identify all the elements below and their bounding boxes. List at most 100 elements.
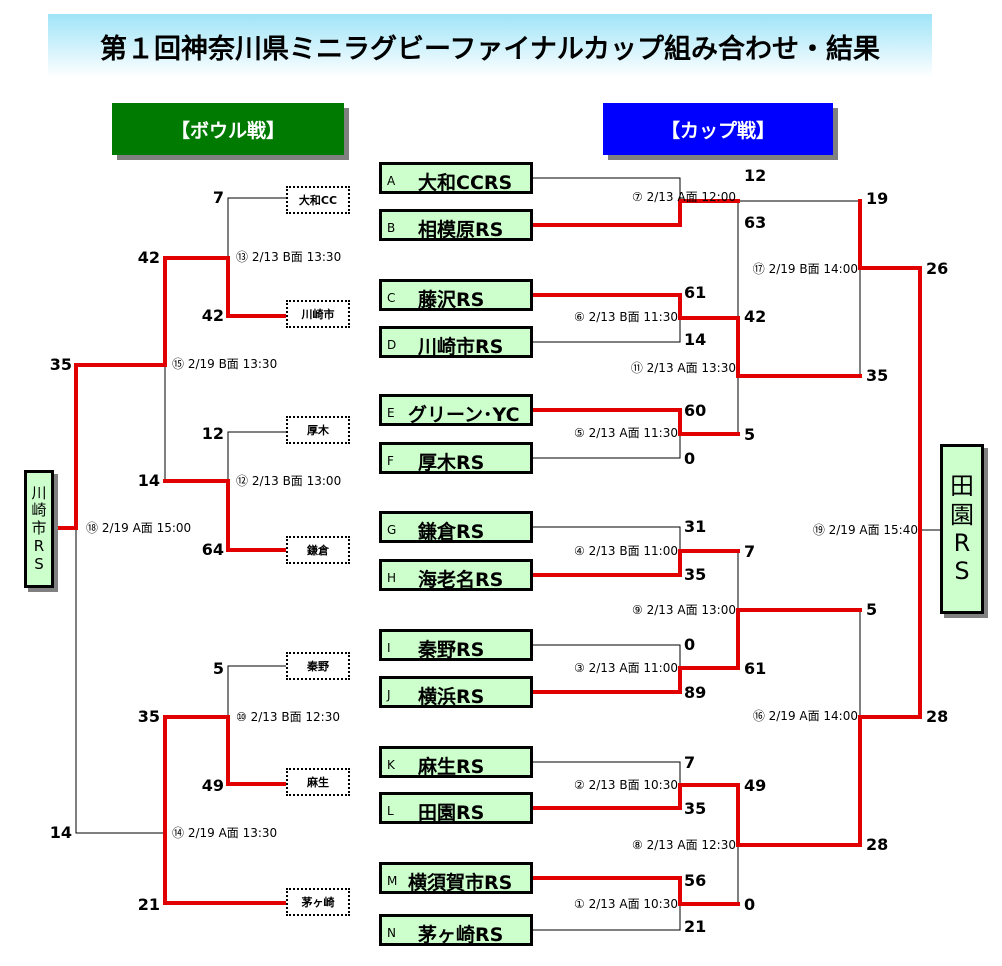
team-box-k: K 麻生RS	[379, 746, 533, 778]
team-name: 鎌倉RS	[418, 521, 485, 543]
bowl-score-hadano: 5	[212, 659, 224, 678]
team-box-n: N 茅ヶ崎RS	[379, 914, 533, 946]
bowl-box-kamakura: 鎌倉	[286, 536, 350, 564]
bowl-score-round2-2: 14	[137, 471, 160, 490]
team-letter: G	[387, 523, 397, 537]
page-title: 第１回神奈川県ミニラグビーファイナルカップ組み合わせ・結果	[48, 14, 932, 78]
score-quarter-5: 49	[744, 776, 767, 795]
bowl-box-asao: 麻生	[286, 768, 350, 796]
bowl-champion-char: R	[33, 536, 45, 555]
score-j: 89	[684, 683, 707, 702]
bowl-box-yamato: 大和CC	[286, 186, 350, 214]
team-box-h: H 海老名RS	[379, 559, 533, 591]
match-info-12: ⑫ 2/13 B面 13:00	[236, 474, 342, 488]
score-l: 35	[684, 799, 707, 818]
team-name: 藤沢RS	[418, 289, 485, 311]
match-info-6: ⑥ 2/13 B面 11:30	[574, 310, 678, 324]
team-name: 横浜RS	[418, 686, 485, 708]
score-semi-4: 28	[866, 835, 889, 854]
score-m: 56	[684, 871, 707, 890]
match-info-11: ⑪ 2/13 A面 13:30	[630, 361, 736, 375]
team-name: 茅ヶ崎RS	[418, 924, 504, 946]
bowl-champion: 川 崎 市 R S	[24, 470, 54, 588]
bowl-score-chigasaki: 21	[137, 895, 160, 914]
team-name: 秦野RS	[418, 639, 485, 661]
score-c: 61	[684, 283, 707, 302]
bowl-score-final-1: 35	[49, 355, 72, 374]
team-name: グリーン･YC	[408, 404, 520, 426]
bowl-score-final-2: 14	[49, 823, 72, 842]
score-quarter-4: 61	[744, 659, 767, 678]
team-box-f: F 厚木RS	[379, 442, 533, 474]
score-k: 7	[684, 753, 696, 772]
match-info-18: ⑱ 2/19 A面 15:00	[86, 521, 192, 535]
score-f: 0	[684, 449, 696, 468]
team-name: 大和CCRS	[418, 172, 513, 194]
score-b: 63	[744, 213, 767, 232]
match-info-4: ④ 2/13 B面 11:00	[574, 544, 678, 558]
team-letter: E	[387, 406, 395, 420]
team-name: 田園RS	[418, 802, 485, 824]
team-box-i: I 秦野RS	[379, 629, 533, 661]
match-info-15: ⑮ 2/19 B面 13:30	[172, 357, 278, 371]
score-quarter-1: 42	[744, 307, 767, 326]
bowl-score-round2-3: 35	[137, 707, 160, 726]
team-letter: C	[387, 291, 396, 305]
bowl-score-asao: 49	[201, 776, 224, 795]
score-i: 0	[684, 635, 696, 654]
match-info-14: ⑭ 2/19 A面 13:30	[172, 826, 278, 840]
bowl-box-kawasaki: 川崎市	[286, 300, 350, 328]
team-letter: D	[387, 338, 397, 352]
cup-header: 【カップ戦】	[603, 103, 833, 155]
bowl-score-kawasaki: 42	[201, 306, 224, 325]
cup-champion-char: S	[954, 557, 970, 586]
team-letter: N	[387, 926, 396, 940]
score-n: 21	[684, 917, 707, 936]
score-final-1: 26	[926, 259, 949, 278]
team-name: 相模原RS	[418, 219, 504, 241]
bowl-header: 【ボウル戦】	[112, 103, 344, 155]
team-box-c: C 藤沢RS	[379, 279, 533, 311]
bowl-champion-char: 崎	[31, 501, 47, 520]
score-g: 31	[684, 517, 707, 536]
match-info-1: ① 2/13 A面 10:30	[574, 897, 678, 911]
team-letter: B	[387, 221, 396, 235]
bowl-champion-char: S	[34, 554, 44, 573]
team-box-m: M 横須賀市RS	[379, 862, 533, 894]
team-box-b: B 相模原RS	[379, 209, 533, 241]
team-box-d: D 川崎市RS	[379, 326, 533, 358]
team-letter: F	[387, 454, 394, 468]
score-e: 60	[684, 401, 707, 420]
team-letter: A	[387, 174, 396, 188]
score-semi-3: 5	[866, 600, 878, 619]
score-a: 12	[744, 166, 767, 185]
match-info-17: ⑰ 2/19 B面 14:00	[752, 262, 858, 276]
bowl-champion-char: 川	[31, 483, 47, 502]
score-quarter-3: 7	[744, 542, 756, 561]
match-info-7: ⑦ 2/13 A面 12:00	[632, 190, 736, 204]
score-final-2: 28	[926, 707, 949, 726]
bowl-score-yamato: 7	[212, 188, 224, 207]
match-info-5: ⑤ 2/13 A面 11:30	[574, 426, 678, 440]
team-box-j: J 横浜RS	[379, 676, 533, 708]
team-letter: I	[387, 641, 391, 655]
team-letter: J	[387, 688, 391, 702]
bowl-score-atsugi: 12	[201, 424, 224, 443]
team-name: 厚木RS	[418, 452, 485, 474]
team-name: 川崎市RS	[418, 336, 504, 358]
bracket-winner-lines	[52, 199, 922, 906]
score-quarter-2: 5	[744, 425, 756, 444]
team-name: 横須賀市RS	[408, 872, 513, 894]
score-semi-1: 19	[866, 189, 889, 208]
team-letter: K	[387, 758, 395, 772]
score-h: 35	[684, 565, 707, 584]
score-quarter-6: 0	[744, 895, 756, 914]
match-info-3: ③ 2/13 A面 11:00	[574, 661, 678, 675]
team-box-e: E グリーン･YC	[379, 394, 533, 426]
match-info-9: ⑨ 2/13 A面 13:00	[632, 603, 736, 617]
match-info-8: ⑧ 2/13 A面 12:30	[632, 838, 736, 852]
match-info-16: ⑯ 2/19 A面 14:00	[752, 709, 858, 723]
bowl-box-atsugi: 厚木	[286, 416, 350, 444]
cup-champion-char: 園	[950, 500, 974, 529]
